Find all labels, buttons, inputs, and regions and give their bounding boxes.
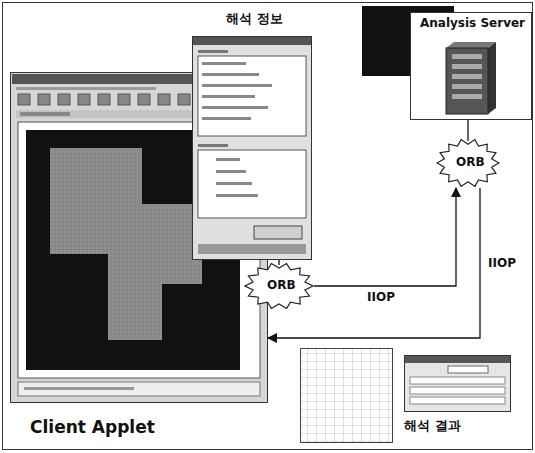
protocol-label: IIOP [486,257,518,271]
info-dialog-art [192,8,312,260]
server-box: Analysis Server [410,12,532,120]
info-dialog: 해석 정보 [192,8,312,260]
protocol-label: IIOP [365,291,397,305]
iiop-connector [314,188,456,286]
node-label: Client Applet [28,418,157,438]
orb-burst: ORB [244,262,314,310]
node-label: 해석 결과 [402,419,463,434]
iiop-connector [467,120,468,141]
figure-frame [3,3,533,450]
node-label: 해석 정보 [224,12,285,27]
result-window: 해석 결과 [298,345,520,445]
orb-burst: ORB [436,138,500,188]
node-label: Analysis Server [418,17,527,31]
iiop-connector [278,260,279,265]
node-label: ORB [454,156,487,170]
node-label: ORB [265,279,298,293]
